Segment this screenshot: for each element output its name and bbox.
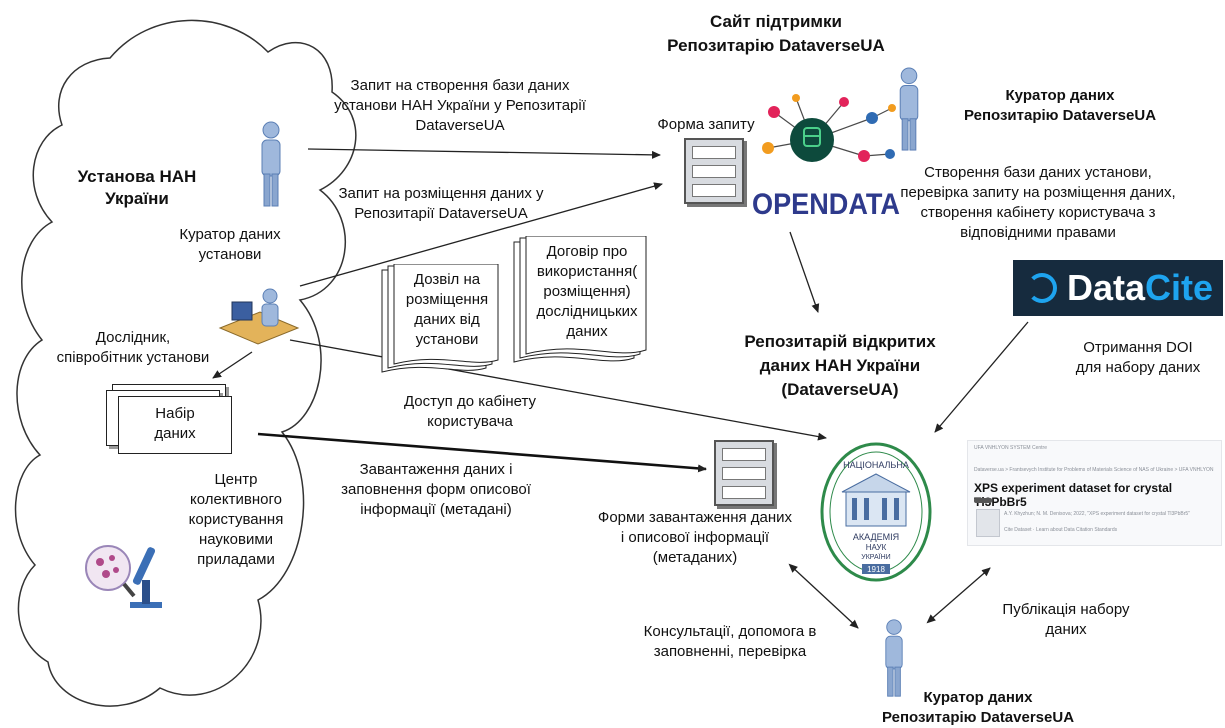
center-label: Центр колективного користування науковим… xyxy=(188,471,284,568)
nas-ukraine-seal: НАЦІОНАЛЬНА АКАДЕМІЯ НАУК УКРАЇНИ 1918 xyxy=(820,442,932,582)
microscope-icon xyxy=(85,545,162,608)
seal-year-text: 1918 xyxy=(867,565,885,574)
flow-request-db: Запит на створення бази даних установи Н… xyxy=(334,77,586,134)
flow-access: Доступ до кабінету користувача xyxy=(403,393,537,430)
curator-top-label: Куратор даних Репозитарію DataverseUA xyxy=(963,87,1157,124)
org-title: Установа НАН України xyxy=(77,167,197,208)
organisation-cloud xyxy=(14,19,357,707)
permission-document xyxy=(381,264,499,373)
dataset-label: Набір даних xyxy=(154,405,196,442)
dataset-page-thumbnail xyxy=(976,509,1000,537)
dataset-page-breadcrumb: Dataverse.ua > Frantsevych Institute for… xyxy=(974,467,1215,473)
dataset-page-header: UFA VNHLYON SYSTEM Centre xyxy=(974,445,1047,451)
datacite-mark-icon xyxy=(1027,273,1057,303)
dataset-page-title: XPS experiment dataset for crystal Tl3Pb… xyxy=(974,481,1173,509)
agreement-document xyxy=(513,236,647,363)
opendata-logo: OPENDATA xyxy=(752,94,900,221)
upload-form-icon xyxy=(714,440,774,506)
seal-ukraine-text: УКРАЇНИ xyxy=(861,553,890,561)
curator-org-icon xyxy=(261,121,281,207)
arrow-request-placement xyxy=(299,182,663,287)
flow-consult: Консультації, допомога в заповненні, пер… xyxy=(643,623,817,660)
researcher-label: Дослідник, співробітник установи xyxy=(56,329,210,366)
repository-title: Репозитарій відкритих даних НАН України … xyxy=(744,332,936,399)
curator-repo-top-icon xyxy=(899,67,919,151)
flow-doi: Отримання DOI для набору даних xyxy=(1075,339,1201,376)
repository-forms-label: Форми завантаження даних і описової інфо… xyxy=(597,509,793,566)
arrow-consult xyxy=(788,563,859,629)
request-form-label: Форма запиту xyxy=(657,116,755,133)
researcher-workstation-icon xyxy=(218,288,300,345)
dataset-card: Набір даних xyxy=(118,396,232,454)
permission-label: Дозвіл на розміщення даних від установи xyxy=(405,271,489,348)
arrow-access xyxy=(289,339,827,441)
arrow-doi xyxy=(934,321,1029,433)
seal-sciences-text: НАУК xyxy=(866,543,887,552)
dataset-page-citation: A.Y. Khyzhun; N. M. Denisova; 2022, "XPS… xyxy=(1004,511,1190,517)
flow-upload: Завантаження даних і заповнення форм опи… xyxy=(341,461,531,518)
curator-top-tasks: Створення бази даних установи, перевірка… xyxy=(900,164,1176,241)
datacite-cite-text: Cite xyxy=(1145,267,1214,308)
request-form-icon xyxy=(684,138,744,204)
curator-bottom-label: Куратор даних Репозитарію DataverseUA xyxy=(881,689,1075,726)
dataset-page-badge xyxy=(974,498,992,503)
dataset-page-screenshot: UFA VNHLYON SYSTEM Centre Dataverse.ua >… xyxy=(967,440,1222,546)
flow-publish: Публікація набору даних xyxy=(1002,601,1130,638)
arrow-researcher-to-dataset xyxy=(212,351,253,379)
opendata-logo-text: OPENDATA xyxy=(752,188,900,221)
curator-org-label: Куратор даних установи xyxy=(179,226,281,263)
agreement-label: Договір про використання( розміщення) до… xyxy=(536,243,638,340)
curator-repo-bottom-icon xyxy=(885,619,903,697)
arrow-upload xyxy=(257,432,707,473)
arrow-site-to-repo xyxy=(789,231,820,313)
dataset-page-links: Cite Dataset · Learn about Data Citation… xyxy=(1004,527,1118,533)
seal-academy-text: АКАДЕМІЯ xyxy=(853,532,899,542)
datacite-data-text: Data xyxy=(1067,267,1146,308)
site-title: Сайт підтримки Репозитарію DataverseUA xyxy=(667,12,885,55)
arrow-publish xyxy=(926,567,991,624)
seal-top-text: НАЦІОНАЛЬНА xyxy=(843,460,909,470)
flow-request-placement: Запит на розміщення даних у Репозитарії … xyxy=(338,185,544,222)
arrow-request-db xyxy=(307,148,661,159)
